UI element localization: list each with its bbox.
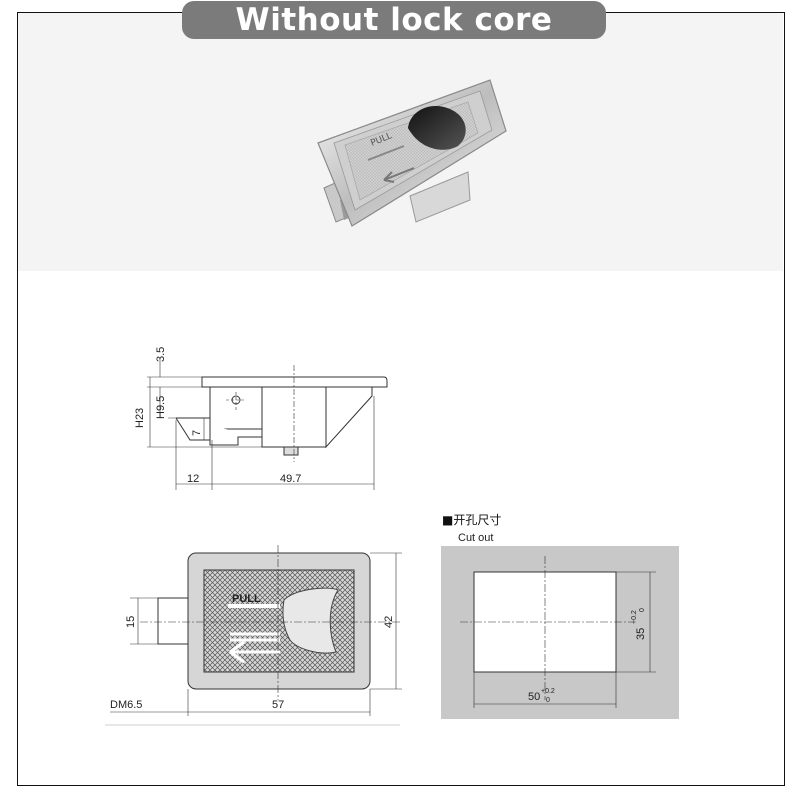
cutout-height-tol-low: 0 bbox=[639, 608, 646, 612]
front-pull-text: PULL bbox=[232, 593, 261, 605]
cutout-title-cn: ■开孔尺寸 bbox=[442, 513, 501, 527]
title-banner: Without lock core bbox=[182, 1, 606, 39]
dim-width: 49.7 bbox=[280, 473, 301, 485]
cutout-height-label: 35 bbox=[635, 628, 647, 640]
cutout-width-tol: +0.2 bbox=[541, 688, 555, 695]
side-view-drawing bbox=[147, 360, 388, 490]
front-view-drawing bbox=[105, 545, 402, 726]
dim-left: 12 bbox=[187, 473, 199, 485]
dim-screw: DM6.5 bbox=[110, 699, 142, 711]
product-photo: PULL bbox=[317, 79, 507, 227]
dim-top: 3.5 bbox=[155, 347, 167, 362]
dim-h-inner: H9.5 bbox=[155, 396, 167, 419]
cutout-width-label: 50 bbox=[528, 691, 540, 703]
dim-lip: 7 bbox=[191, 430, 203, 436]
dim-height: 42 bbox=[383, 616, 395, 628]
cutout-height-tol: +0.2 bbox=[631, 610, 638, 624]
dim-width-57: 57 bbox=[272, 699, 284, 711]
cutout-title-en: Cut out bbox=[458, 532, 493, 544]
cutout-panel bbox=[441, 546, 679, 719]
cutout-width-tol-low: 0 bbox=[546, 697, 550, 704]
dim-tab: 15 bbox=[125, 616, 137, 628]
dim-h-total: H23 bbox=[134, 408, 146, 428]
